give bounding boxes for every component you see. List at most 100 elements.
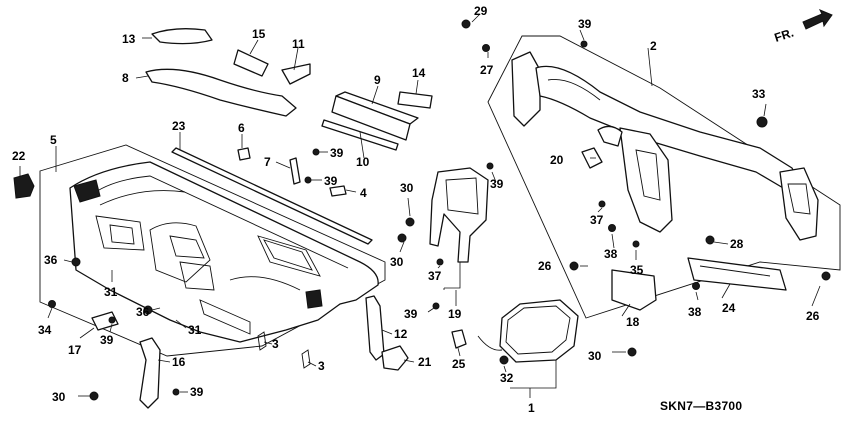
- callout-labels: 1 2 3 3 4 5 6 7 8 9 10 11 12 13 14 15 16…: [12, 4, 820, 415]
- part-16-trim: [139, 337, 161, 409]
- part-11-lid: [281, 63, 311, 85]
- part-24-duct: [687, 257, 787, 291]
- callout-39d: 39: [404, 307, 418, 321]
- screw-39a-icon: [108, 316, 116, 324]
- bolt-28-icon: [705, 235, 715, 245]
- callout-30c: 30: [390, 255, 404, 269]
- part-5-dashboard: [69, 161, 379, 343]
- callout-19: 19: [448, 307, 462, 321]
- callout-10: 10: [356, 155, 370, 169]
- callout-39g: 39: [578, 17, 592, 31]
- callout-35: 35: [630, 263, 644, 277]
- screw-39g-icon: [580, 40, 588, 48]
- callout-14: 14: [412, 66, 426, 80]
- callout-37b: 37: [590, 213, 604, 227]
- screw-39e-icon: [486, 162, 494, 170]
- bolt-38b-icon: [692, 282, 700, 290]
- bolt-30d-icon: [627, 347, 637, 357]
- callout-1: 1: [528, 401, 535, 415]
- callout-16: 16: [172, 355, 186, 369]
- part-13-trim: [151, 28, 213, 45]
- drawing-code: SKN7—B3700: [660, 399, 742, 413]
- screw-39b-icon: [172, 388, 180, 396]
- part-23-defroster-strip: [171, 147, 373, 245]
- part-9-panel-face: [331, 95, 411, 141]
- clip-37a-icon: [436, 258, 444, 266]
- callout-39e: 39: [100, 333, 114, 347]
- part-3-clip-a: [257, 331, 267, 351]
- screw-39f-icon: [432, 302, 440, 310]
- front-arrow-icon: [802, 9, 833, 30]
- callout-3a: 3: [272, 337, 279, 351]
- part-18-bracket: [611, 269, 657, 311]
- bolt-30b-icon: [405, 217, 415, 227]
- callout-26a: 26: [538, 259, 552, 273]
- callout-2: 2: [650, 39, 657, 53]
- callout-36b: 36: [136, 305, 150, 319]
- part-6-clip: [237, 147, 251, 161]
- front-direction-indicator: FR.: [773, 9, 833, 45]
- part-10-strip: [321, 119, 399, 151]
- callout-39b: 39: [324, 174, 338, 188]
- callout-21: 21: [418, 355, 432, 369]
- callout-36a: 36: [44, 253, 58, 267]
- callout-39f: 39: [190, 385, 204, 399]
- part-25-clip: [451, 329, 467, 349]
- part-7-pin: [289, 157, 301, 185]
- callout-28: 28: [730, 237, 744, 251]
- part-12-trim: [365, 295, 385, 361]
- bolt-29-icon: [461, 19, 471, 29]
- part-4-plug: [329, 185, 347, 197]
- bolt-38a-icon: [608, 224, 616, 232]
- callout-12: 12: [394, 327, 408, 341]
- bolt-30a-icon: [89, 391, 99, 401]
- bolt-27-icon: [482, 44, 490, 52]
- callout-11: 11: [292, 37, 305, 51]
- fastener-icons: [48, 19, 831, 401]
- callout-26b: 26: [806, 309, 820, 323]
- nut-33-icon: [756, 116, 768, 128]
- callout-8: 8: [122, 71, 129, 85]
- callout-30b: 30: [400, 181, 414, 195]
- callout-5: 5: [50, 133, 57, 147]
- part-8-side-trim: [145, 68, 297, 117]
- callout-38a: 38: [604, 247, 618, 261]
- callout-25: 25: [452, 357, 466, 371]
- callout-22: 22: [12, 149, 26, 163]
- callout-6: 6: [238, 121, 245, 135]
- part-3-clip-b: [301, 349, 311, 369]
- callout-30d: 30: [588, 349, 602, 363]
- callout-30a: 30: [52, 390, 66, 404]
- callout-34: 34: [38, 323, 52, 337]
- callout-29: 29: [474, 4, 488, 18]
- part-22-clip: [13, 173, 35, 199]
- callout-13: 13: [122, 32, 136, 46]
- callout-17: 17: [68, 343, 82, 357]
- callout-18: 18: [626, 315, 640, 329]
- callout-33: 33: [752, 87, 766, 101]
- bolt-26b-icon: [821, 271, 831, 281]
- part-1-airbag-module: [477, 299, 579, 363]
- callout-4: 4: [360, 186, 367, 200]
- callout-32: 32: [500, 371, 514, 385]
- bolt-30c-icon: [397, 233, 407, 243]
- direction-label: FR.: [773, 26, 796, 45]
- part-14-pad: [397, 91, 433, 109]
- callout-31a: 31: [104, 285, 118, 299]
- nut-35-icon: [632, 240, 640, 248]
- callout-39c: 39: [490, 177, 504, 191]
- callout-23: 23: [172, 119, 186, 133]
- part-21-cap: [381, 345, 409, 371]
- callout-37a: 37: [428, 269, 442, 283]
- callout-24: 24: [722, 301, 736, 315]
- callout-20: 20: [550, 153, 564, 167]
- part-2-steering-hanger-beam: [511, 51, 819, 241]
- callout-15: 15: [252, 27, 266, 41]
- bolt-26a-icon: [569, 261, 579, 271]
- part-19-bracket: [429, 167, 489, 263]
- callout-7: 7: [264, 155, 271, 169]
- callout-27: 27: [480, 63, 494, 77]
- clip-37b-icon: [598, 200, 606, 208]
